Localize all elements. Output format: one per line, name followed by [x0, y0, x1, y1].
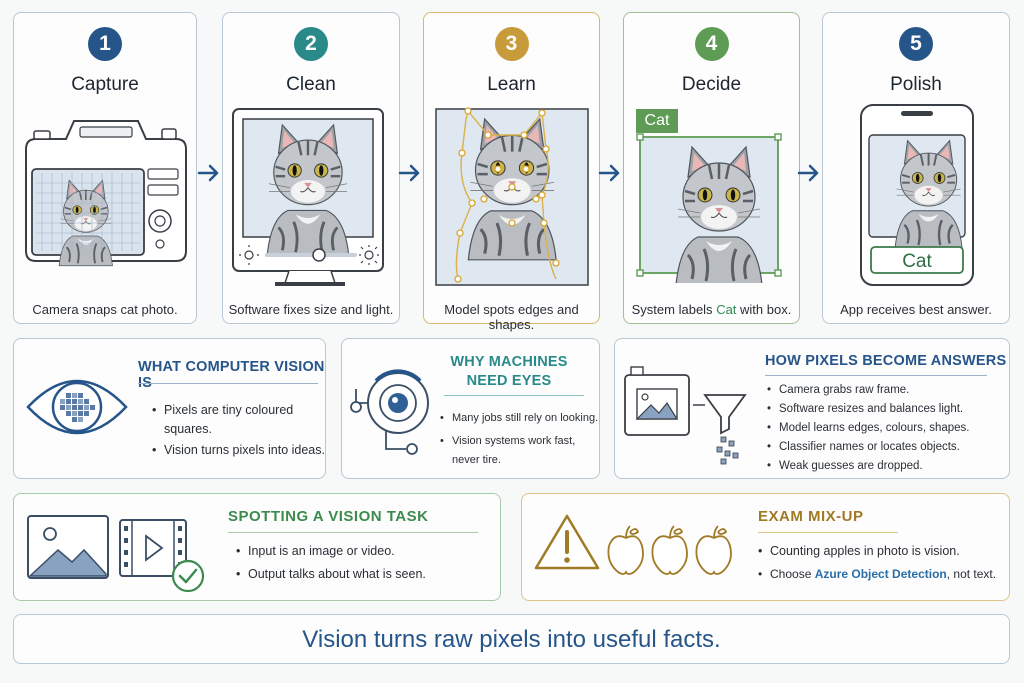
what-computer-vision-card: WHAT COMPUTER VISION IS Pixels are tiny …	[13, 338, 326, 479]
list-item: Classifier names or locates objects.	[765, 438, 970, 457]
list-item: Output talks about what is seen.	[234, 565, 426, 584]
step-decide-card: 4 Decide Cat System labels Cat with box.	[623, 12, 800, 324]
section-title: SPOTTING A VISION TASK	[228, 508, 429, 525]
list-item: Weak guesses are dropped.	[765, 457, 970, 476]
bullet-list: Input is an image or video. Output talks…	[234, 542, 426, 584]
answer-label: Cat	[902, 251, 932, 272]
feature-points-icon	[435, 107, 589, 286]
divider	[444, 395, 584, 397]
section-title: EXAM MIX-UP	[758, 508, 864, 525]
arrow-right-icon	[797, 164, 819, 182]
bullet-list: Many jobs still rely on looking. Vision …	[438, 409, 599, 470]
step-caption: App receives best answer.	[840, 302, 992, 317]
bullet-list: Pixels are tiny coloured squares. Vision…	[150, 401, 325, 460]
pixels-to-answers-card: HOW PIXELS BECOME ANSWERS Camera grabs r…	[614, 338, 1010, 479]
step-caption: Software fixes size and light.	[228, 302, 394, 317]
divider	[228, 532, 478, 534]
list-item: Counting apples in photo is vision.	[756, 542, 996, 561]
list-item: Software resizes and balances light.	[765, 400, 970, 419]
monitor-icon	[232, 108, 384, 286]
robot-eye-icon	[350, 369, 429, 455]
step-title: Clean	[286, 74, 336, 95]
section-title: HOW PIXELS BECOME ANSWERS	[765, 353, 1007, 369]
footer-banner: Vision turns raw pixels into useful fact…	[13, 614, 1010, 664]
step-caption: Model spots edges and shapes.	[444, 302, 579, 332]
list-item: Input is an image or video.	[234, 542, 426, 561]
step-number-badge: 2	[294, 27, 328, 61]
list-item: Many jobs still rely on looking.	[438, 409, 599, 428]
footer-text: Vision turns raw pixels into useful fact…	[302, 626, 721, 653]
arrow-right-icon	[398, 164, 420, 182]
bullet-list: Camera grabs raw frame. Software resizes…	[765, 381, 970, 476]
step-polish-card: 5 Polish Cat App receives best answer.	[822, 12, 1010, 324]
step-number-badge: 4	[694, 27, 729, 61]
arrow-right-icon	[598, 164, 620, 182]
section-title: WHAT COMPUTER VISION IS	[138, 359, 325, 391]
spotting-vision-task-card: SPOTTING A VISION TASK Input is an image…	[13, 493, 501, 601]
divider	[765, 375, 987, 377]
apples-icon	[607, 525, 732, 575]
divider	[138, 383, 318, 385]
bounding-box-label: Cat	[644, 112, 670, 129]
exam-mixup-card: EXAM MIX-UP Counting apples in photo is …	[521, 493, 1010, 601]
step-title: Polish	[890, 74, 942, 95]
list-item: Pixels are tiny coloured squares.	[150, 401, 325, 439]
pixel-eye-icon	[26, 379, 128, 435]
step-caption: System labels Cat with box.	[631, 302, 792, 317]
step-title: Learn	[487, 74, 536, 95]
step-title: Capture	[71, 74, 139, 95]
step-number-badge: 1	[88, 27, 122, 61]
arrow-right-icon	[197, 164, 219, 182]
list-item: Camera grabs raw frame.	[765, 381, 970, 400]
step-number-badge: 3	[494, 27, 529, 61]
list-item: Vision turns pixels into ideas.	[150, 441, 325, 460]
step-caption: Camera snaps cat photo.	[32, 302, 178, 317]
list-item: Choose Azure Object Detection, not text.	[756, 565, 996, 584]
step-learn-card: 3 Learn Model spots edges and shapes.	[423, 12, 600, 332]
step-title: Decide	[681, 74, 742, 95]
phone-icon	[860, 104, 974, 286]
warning-icon	[534, 514, 600, 570]
image-funnel-icon	[624, 366, 747, 465]
list-item: Model learns edges, colours, shapes.	[765, 419, 970, 438]
step-number-badge: 5	[899, 27, 933, 61]
step-clean-card: 2 Clean Software fixes size and light.	[222, 12, 400, 324]
image-video-icon	[27, 515, 205, 593]
divider	[758, 532, 898, 534]
bullet-list: Counting apples in photo is vision. Choo…	[756, 542, 996, 584]
step-capture-card: 1 Capture Camera snaps cat photo.	[13, 12, 197, 324]
list-item: Vision systems work fast, never tire.	[438, 432, 599, 470]
bounding-box-icon	[636, 109, 782, 283]
camera-icon	[25, 120, 187, 267]
